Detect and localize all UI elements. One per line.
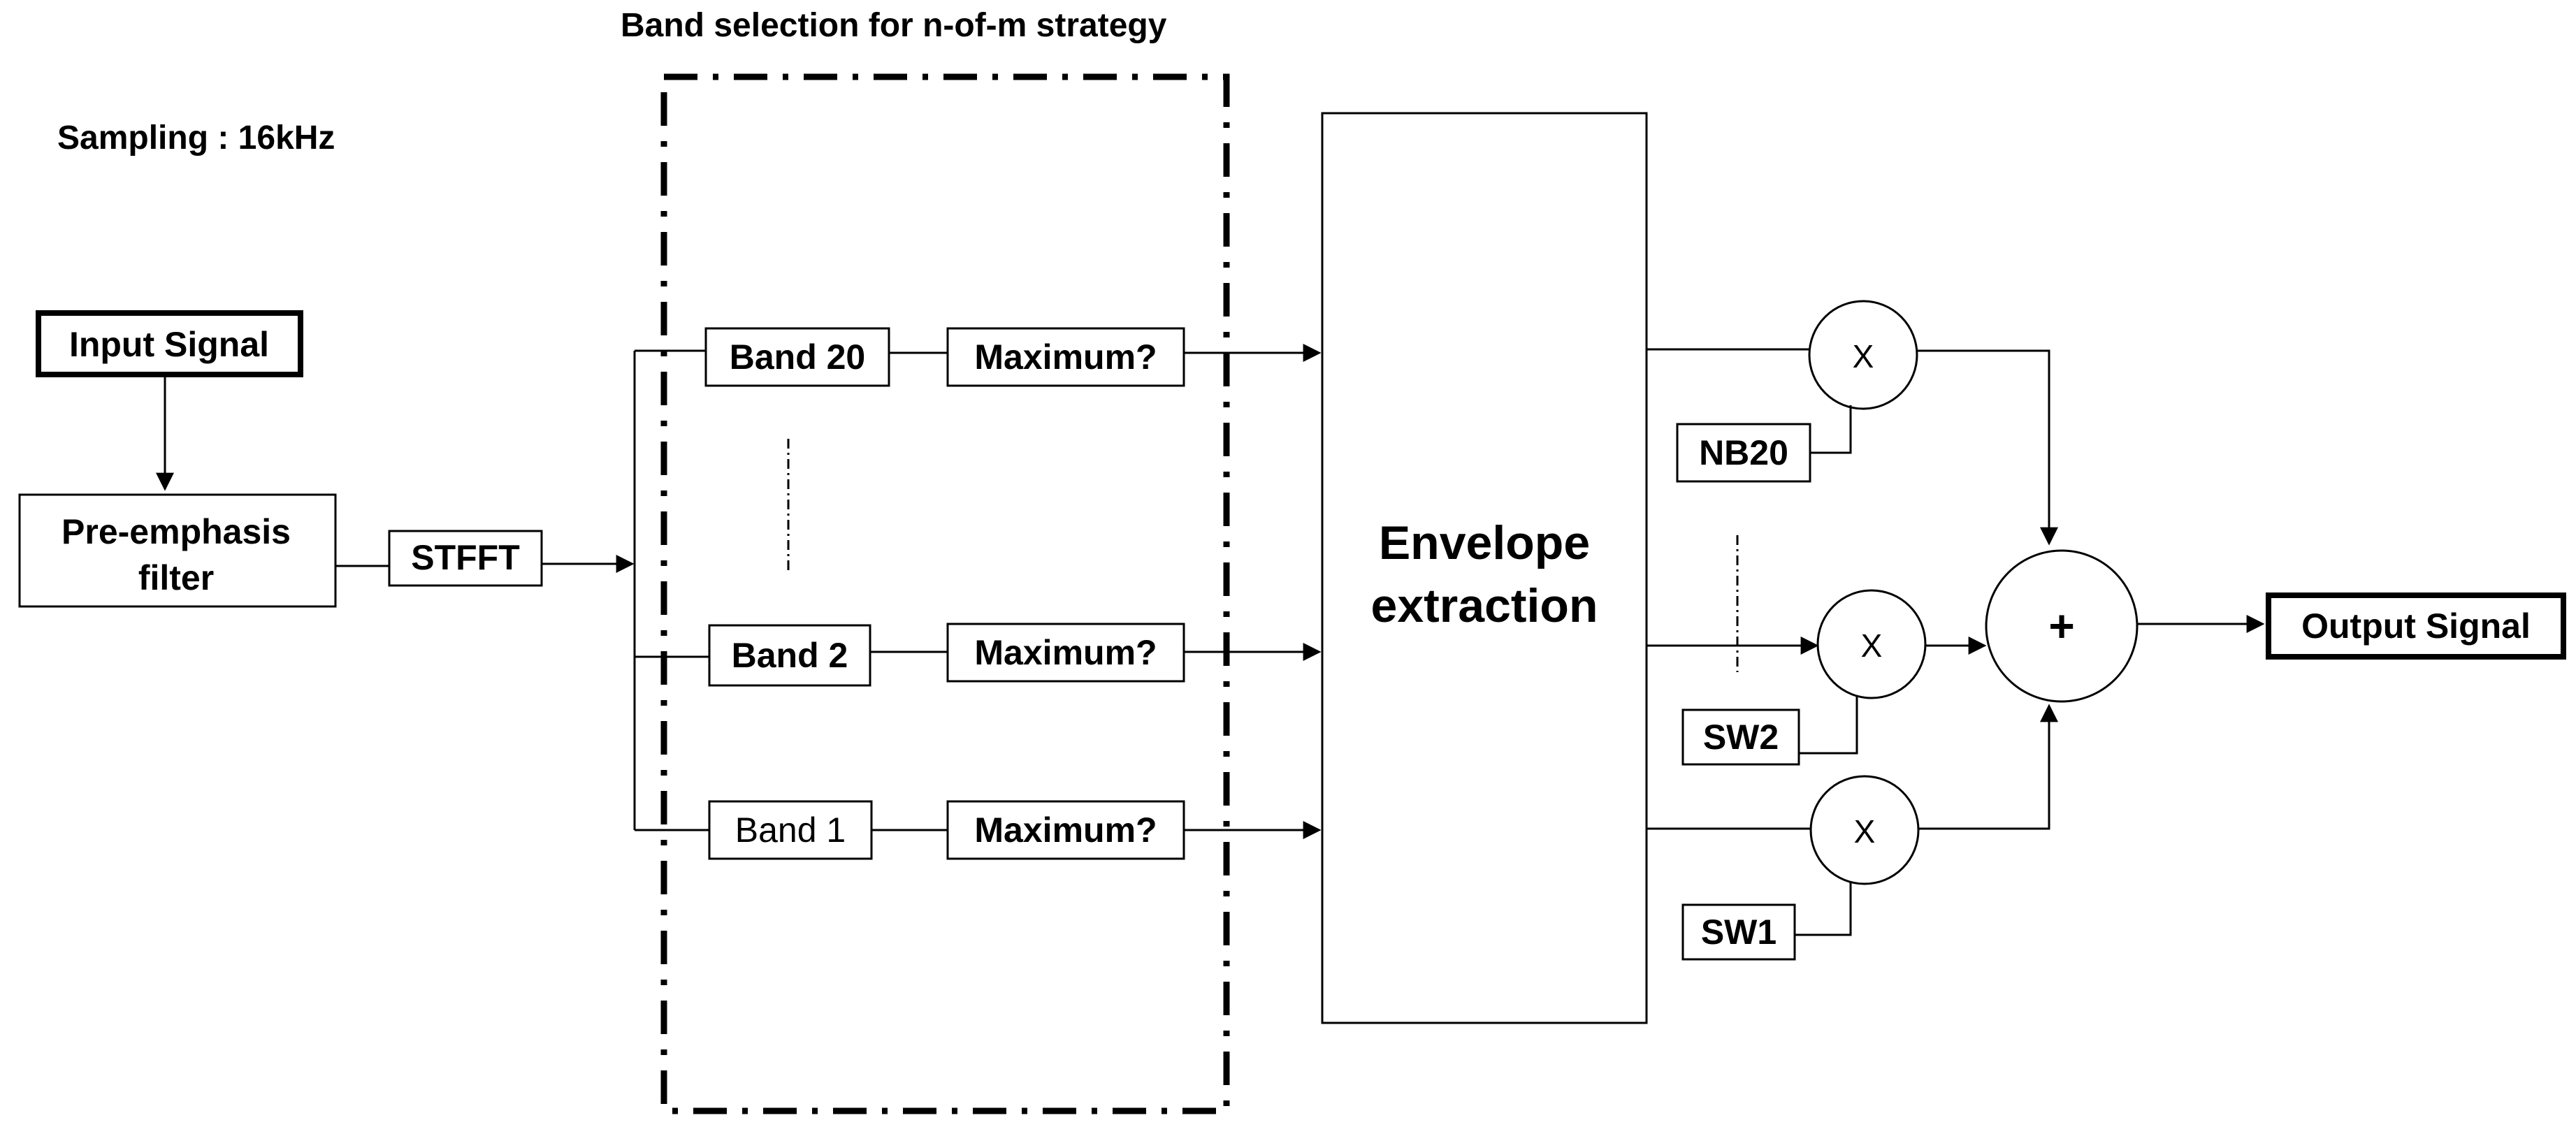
input-signal-label: Input Signal: [69, 325, 269, 364]
pre-emphasis-filter-block: Pre-emphasis filter: [18, 493, 337, 608]
stfft-block: STFFT: [388, 530, 543, 587]
mult-1-to-sum-arrow: [1918, 704, 2058, 830]
band-2-block: Band 2: [708, 624, 871, 687]
switch-sw2-block: SW2: [1681, 708, 1800, 766]
multiplier-20: X: [1808, 300, 1918, 410]
maximum-band-2-label: Maximum?: [974, 633, 1157, 672]
pre-emphasis-label-line2: filter: [138, 558, 214, 597]
band-20-label: Band 20: [730, 337, 866, 377]
multiplier-20-symbol: X: [1853, 338, 1874, 375]
mult-20-to-sum-arrow: [1917, 349, 2058, 546]
switch-sw1-block: SW1: [1681, 903, 1796, 961]
band-2-label: Band 2: [732, 636, 848, 675]
band-1-block: Band 1: [708, 800, 873, 860]
switch-nb20-label: NB20: [1699, 433, 1788, 472]
envelope-extraction-block: Envelope extraction: [1321, 112, 1648, 1024]
stfft-label: STFFT: [411, 538, 520, 577]
maximum-band-1-block: Maximum?: [946, 800, 1185, 860]
switch-sw2-label: SW2: [1703, 718, 1779, 757]
multiplier-2: X: [1816, 589, 1927, 699]
band-20-block: Band 20: [704, 327, 890, 387]
band-selection-region: [660, 73, 1230, 1114]
maximum-band-2-block: Maximum?: [946, 623, 1185, 683]
diagram-title: Band selection for n-of-m strategy: [621, 7, 1167, 44]
envelope-label-line1: Envelope: [1379, 516, 1590, 569]
multiplier-1-symbol: X: [1854, 813, 1876, 850]
switch-sw1-label: SW1: [1701, 912, 1777, 952]
nb20-to-multiplier-line: [1810, 405, 1852, 454]
switch-nb20-block: NB20: [1676, 423, 1811, 483]
summer: +: [1985, 549, 2139, 703]
envelope-label-line2: extraction: [1371, 579, 1598, 632]
pre-emphasis-label-line1: Pre-emphasis: [61, 512, 291, 551]
summer-symbol: +: [2048, 601, 2074, 651]
maximum-band-20-block: Maximum?: [946, 327, 1185, 387]
sampling-rate-label: Sampling : 16kHz: [57, 119, 335, 157]
input-signal-block: Input Signal: [36, 310, 303, 377]
maximum-band-20-label: Maximum?: [974, 337, 1157, 377]
output-signal-label: Output Signal: [2301, 606, 2531, 646]
sw2-to-multiplier-line: [1799, 696, 1858, 755]
multiplier-1: X: [1809, 775, 1920, 885]
output-signal-block: Output Signal: [2266, 592, 2566, 660]
maximum-band-1-label: Maximum?: [974, 810, 1157, 850]
band-1-label: Band 1: [735, 810, 846, 850]
sw1-to-multiplier-line: [1795, 882, 1852, 936]
multiplier-2-symbol: X: [1861, 627, 1883, 664]
